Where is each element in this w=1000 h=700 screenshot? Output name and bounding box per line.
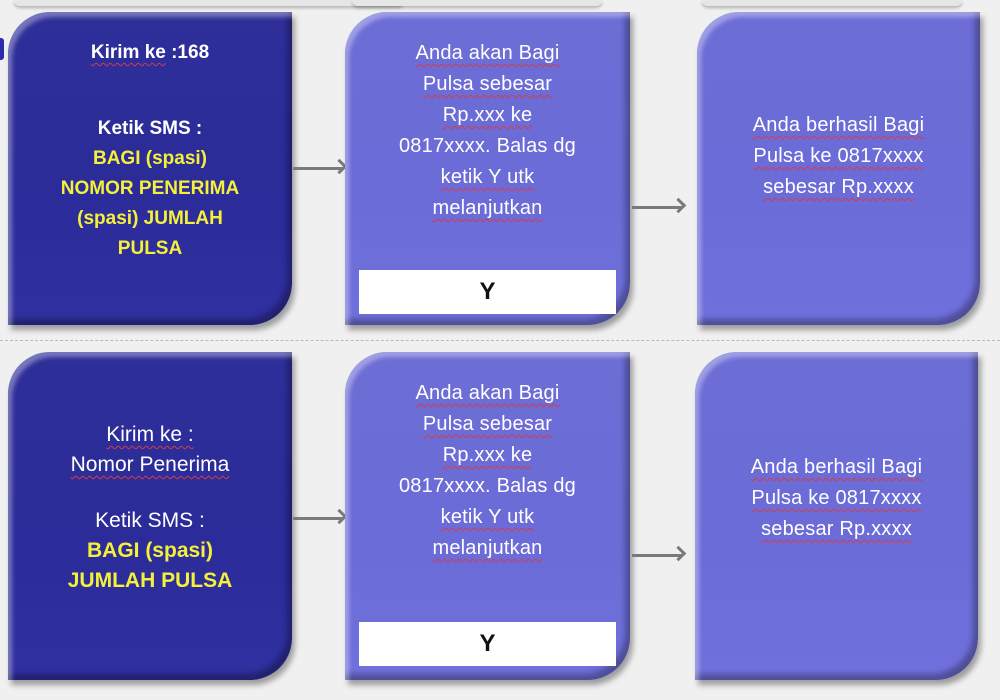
message-line: 0817xxxx. Balas dg bbox=[398, 135, 577, 157]
top-edge-shape bbox=[702, 0, 962, 6]
reply-y-field: Y bbox=[359, 622, 616, 666]
flow2-step3-success-box: Anda berhasil Bagi Pulsa ke 0817xxxx seb… bbox=[695, 352, 978, 680]
arrow-right-icon bbox=[293, 517, 343, 520]
reply-y-field: Y bbox=[359, 270, 616, 314]
message-line: Pulsa sebesar bbox=[422, 73, 553, 95]
type-sms-label: Ketik SMS : bbox=[95, 509, 205, 532]
message-line: Anda akan Bagi bbox=[415, 42, 560, 64]
message-line: Pulsa ke 0817xxxx bbox=[751, 487, 922, 509]
sms-format-line: JUMLAH PULSA bbox=[67, 569, 233, 592]
message-line: Pulsa sebesar bbox=[422, 413, 553, 435]
message-line: melanjutkan bbox=[432, 537, 543, 559]
arrow-right-icon bbox=[293, 167, 343, 170]
message-line: 0817xxxx. Balas dg bbox=[398, 475, 577, 497]
flow1-step1-send-box: Kirim ke :168 Ketik SMS : BAGI (spasi) N… bbox=[8, 12, 292, 325]
sms-format-line: BAGI (spasi) bbox=[92, 148, 208, 169]
message-line: sebesar Rp.xxxx bbox=[761, 518, 912, 540]
message-line: ketik Y utk bbox=[440, 166, 535, 188]
message-line: Anda akan Bagi bbox=[415, 382, 560, 404]
flow-separator bbox=[0, 340, 1000, 341]
send-to-value: Nomor Penerima bbox=[70, 453, 230, 476]
sms-format-line: BAGI (spasi) bbox=[86, 539, 214, 562]
message-line: ketik Y utk bbox=[440, 506, 535, 528]
message-line: Rp.xxx ke bbox=[442, 444, 533, 466]
sms-format-line: PULSA bbox=[117, 238, 183, 259]
top-edge-shape bbox=[14, 0, 404, 6]
message-line: Rp.xxx ke bbox=[442, 104, 533, 126]
flow2-step1-send-box: Kirim ke : Nomor Penerima Ketik SMS : BA… bbox=[8, 352, 292, 680]
arrow-right-icon bbox=[632, 206, 682, 209]
send-to-label: Kirim ke bbox=[90, 42, 166, 63]
top-edge-shape bbox=[352, 0, 602, 6]
type-sms-label: Ketik SMS : bbox=[97, 118, 203, 139]
sms-format-line: NOMOR PENERIMA bbox=[60, 178, 240, 199]
message-line: Anda berhasil Bagi bbox=[752, 114, 925, 136]
left-edge-marker bbox=[0, 38, 4, 60]
flow1-step2-confirm-box: Anda akan Bagi Pulsa sebesar Rp.xxx ke 0… bbox=[345, 12, 630, 325]
sms-format-line: (spasi) JUMLAH bbox=[77, 208, 223, 229]
message-line: Pulsa ke 0817xxxx bbox=[753, 145, 924, 167]
message-line: melanjutkan bbox=[432, 197, 543, 219]
message-line: sebesar Rp.xxxx bbox=[763, 176, 914, 198]
send-to-value: :168 bbox=[171, 42, 210, 63]
send-to-label: Kirim ke : bbox=[106, 423, 194, 446]
flow2-step2-confirm-box: Anda akan Bagi Pulsa sebesar Rp.xxx ke 0… bbox=[345, 352, 630, 680]
flow1-step3-success-box: Anda berhasil Bagi Pulsa ke 0817xxxx seb… bbox=[697, 12, 980, 325]
arrow-right-icon bbox=[632, 554, 682, 557]
send-to-line: Kirim ke :168 bbox=[8, 38, 292, 68]
message-line: Anda berhasil Bagi bbox=[750, 456, 923, 478]
